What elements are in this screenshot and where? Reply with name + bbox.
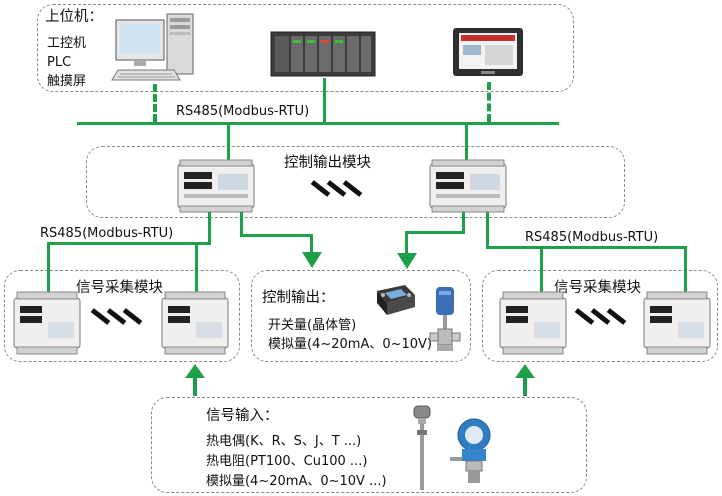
touch-panel-icon (453, 28, 523, 76)
link-right-acq-2 (684, 246, 687, 292)
link-computer-bus (153, 84, 157, 122)
left-bus-line (47, 242, 211, 245)
output-module-left (177, 159, 255, 220)
link-output-left-down (208, 212, 211, 242)
link-hmi-bus (487, 82, 491, 122)
output-module-group-box (86, 146, 625, 218)
computer-icon (111, 13, 194, 81)
arrow-out-left-v2 (310, 234, 313, 254)
acq-left-group-box (4, 270, 240, 362)
acq-left-ellipsis (90, 306, 143, 327)
acq-right-group-box (482, 270, 718, 362)
signal-input-line-2: 热电阻(PT100、Cu100 ...) (206, 454, 368, 469)
io-module-icon (643, 291, 711, 355)
right-bus-line (486, 246, 687, 249)
control-output-line-1: 开关量(晶体管) (268, 318, 357, 333)
signal-input-line-3: 模拟量(4~20mA、0~10V ...) (206, 474, 387, 489)
arrow-down-icon (397, 253, 417, 269)
signal-input-title: 信号输入： (206, 408, 279, 424)
arrow-down-icon (302, 252, 322, 268)
control-output-line-2: 模拟量(4~20mA、0~10V) (268, 337, 433, 352)
plc-rack-icon (270, 31, 376, 77)
thermocouple-probe-icon (413, 405, 431, 490)
output-module-right (429, 159, 507, 220)
arrow-out-left-h (240, 234, 313, 237)
io-module-icon (429, 159, 507, 213)
signal-input-box (151, 397, 587, 493)
relay-icon (377, 285, 415, 315)
bus-label-left: RS485(Modbus-RTU) (40, 226, 174, 241)
arrow-up-icon (515, 364, 535, 396)
io-module-icon (177, 159, 255, 213)
link-bus-output-right (465, 122, 468, 166)
host-item-hmi: 触摸屏 (47, 74, 87, 89)
acq-right-title: 信号采集模块 (554, 280, 641, 296)
host-title: 上位机： (45, 9, 103, 25)
acq-right-ellipsis (574, 306, 627, 327)
pressure-transmitter-icon (450, 418, 491, 483)
arrow-up-icon (185, 364, 205, 396)
arrow-out-right-v1 (462, 212, 465, 234)
link-bus-output-left (227, 122, 230, 166)
link-plc-bus (323, 78, 326, 122)
bus-label-right: RS485(Modbus-RTU) (525, 230, 659, 245)
io-module-icon (499, 291, 567, 355)
main-bus-line (77, 122, 559, 125)
link-right-acq-1 (540, 246, 543, 292)
link-output-right-down (486, 212, 489, 248)
host-group-box (37, 4, 574, 92)
io-module-icon (13, 291, 81, 355)
output-ellipsis (310, 178, 363, 199)
io-module-icon (161, 291, 229, 355)
output-group-title: 控制输出模块 (284, 155, 371, 171)
acq-left-title: 信号采集模块 (76, 280, 163, 296)
host-item-ipc: 工控机 (47, 36, 87, 51)
bus-label-top: RS485(Modbus-RTU) (176, 104, 310, 119)
arrow-out-right-h (405, 231, 465, 234)
valve-icon (429, 287, 461, 351)
signal-input-line-1: 热电偶(K、R、S、J、T ...) (206, 434, 362, 449)
link-left-acq-1 (47, 242, 50, 292)
host-item-plc: PLC (47, 55, 72, 70)
control-output-title: 控制输出： (262, 290, 335, 306)
arrow-out-right-v2 (405, 231, 408, 255)
link-left-acq-2 (195, 242, 198, 292)
control-output-box (251, 270, 471, 362)
arrow-out-left-v1 (240, 212, 243, 236)
